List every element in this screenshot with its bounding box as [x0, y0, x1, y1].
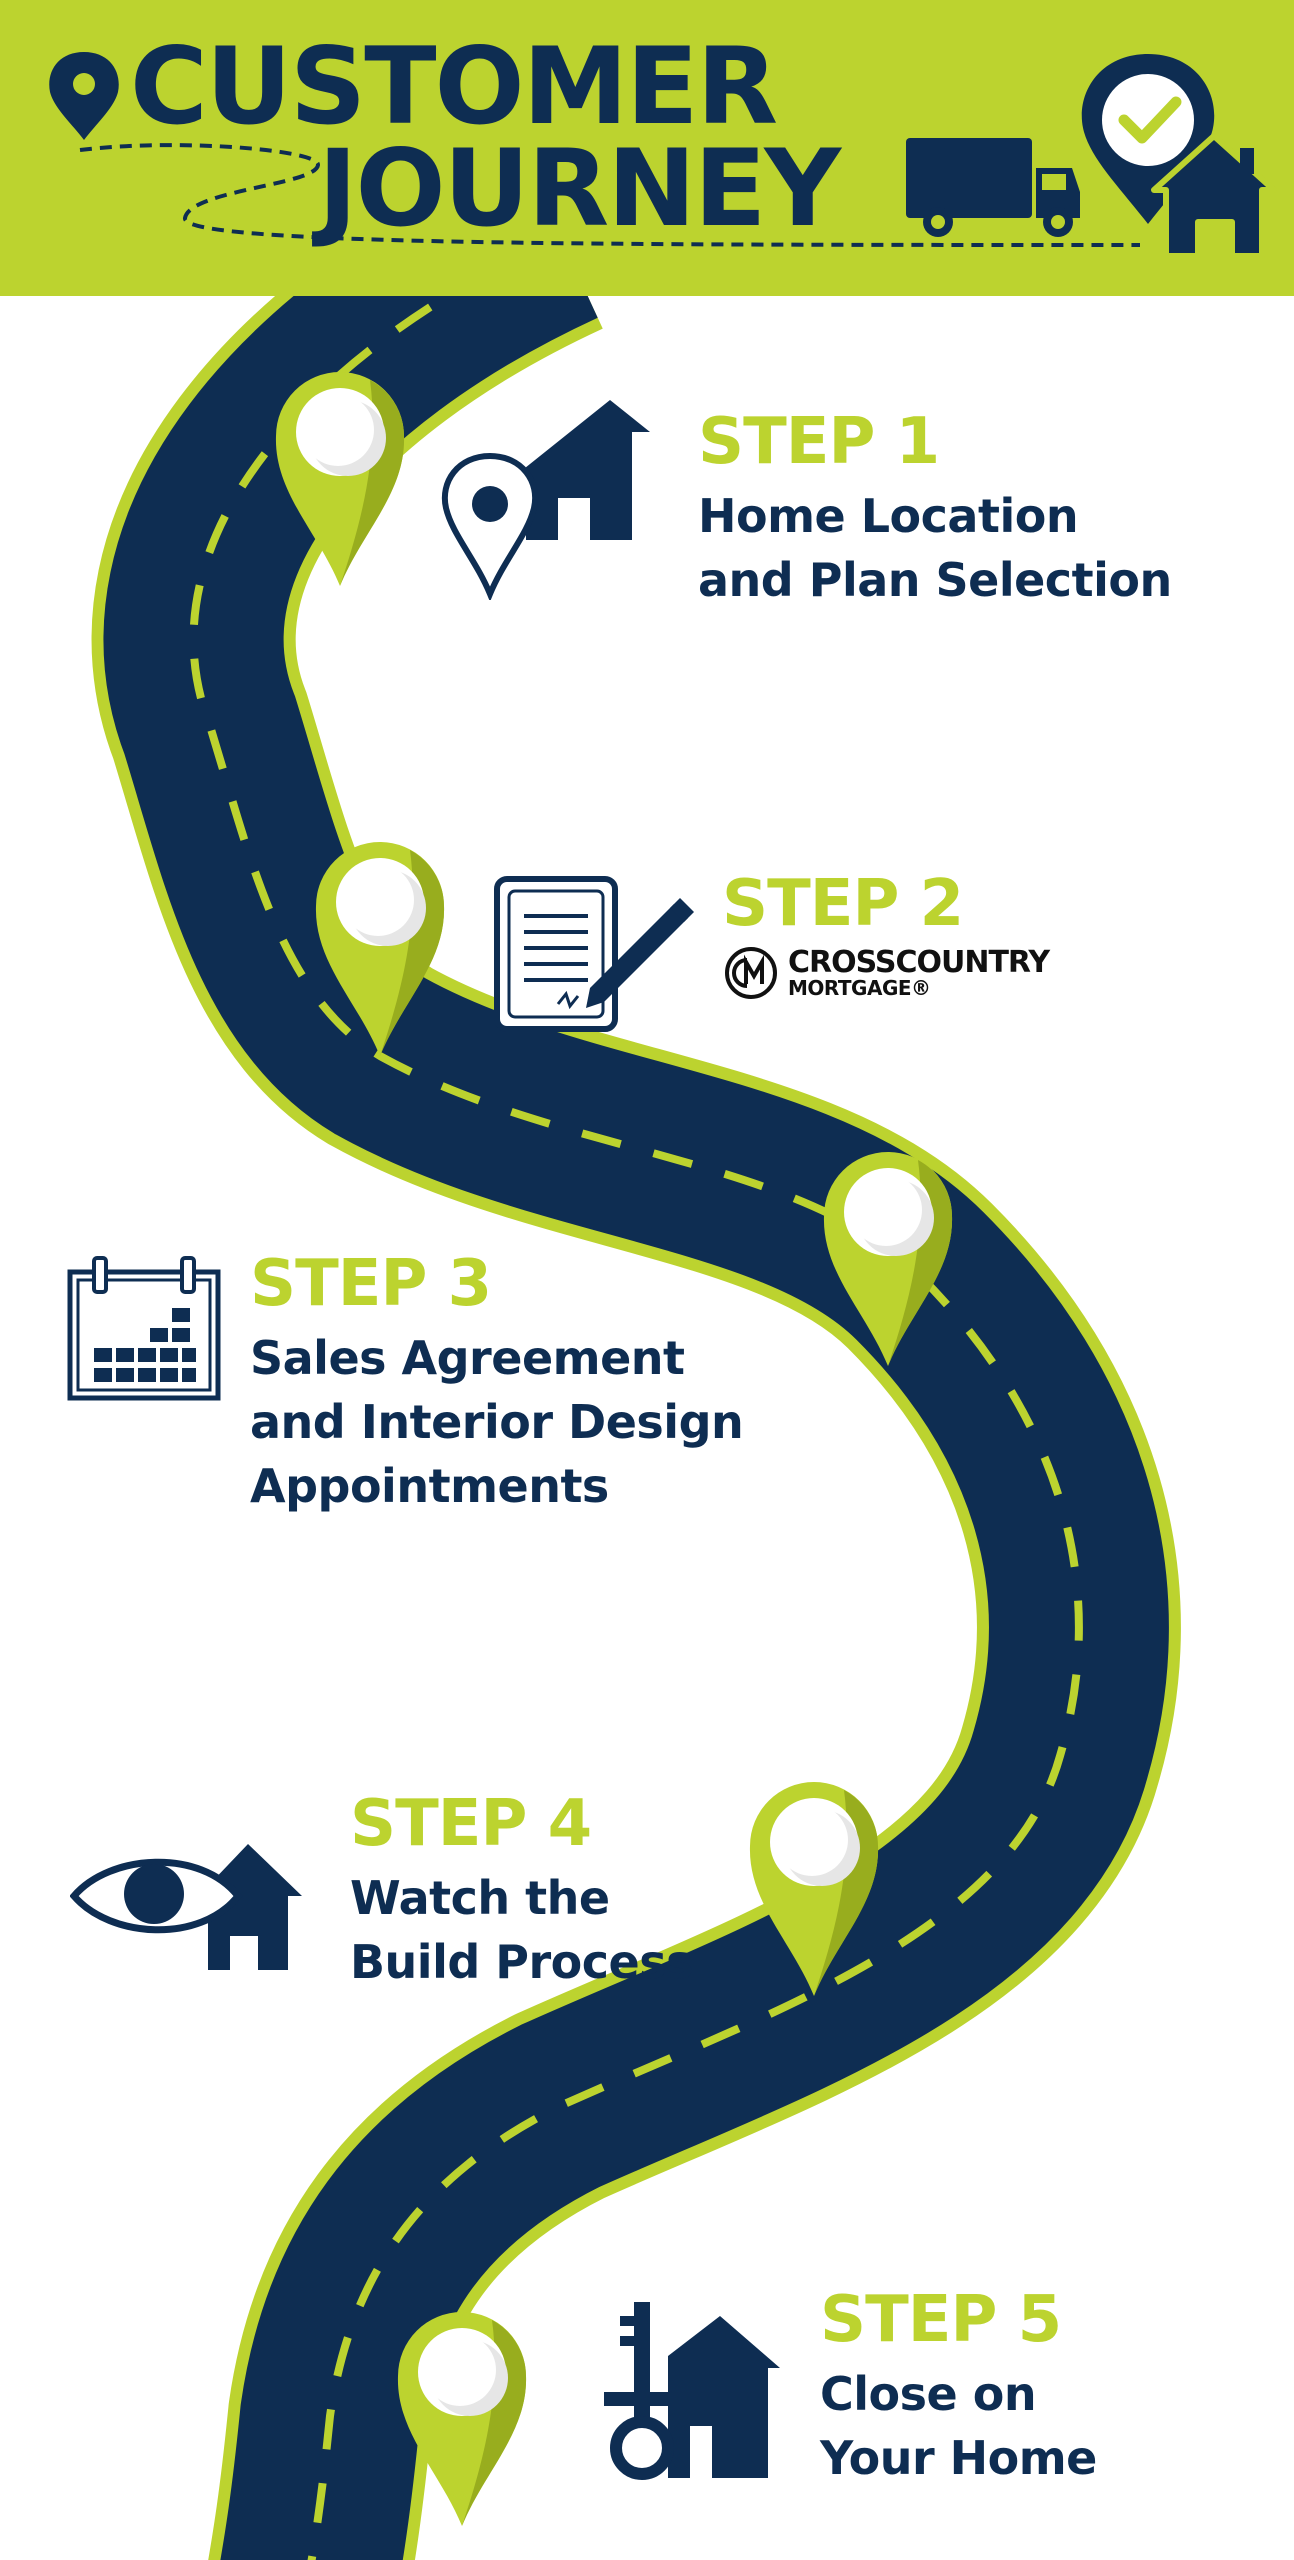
- step-4: STEP 4 Watch the Build Process: [350, 1787, 694, 1994]
- title-line-customer: CUSTOMER: [130, 25, 778, 148]
- step-2-label: STEP 2: [722, 867, 964, 941]
- dashed-route-line: [79, 143, 1141, 247]
- key-house-icon: [604, 2302, 780, 2480]
- delivery-truck-icon: [906, 138, 1080, 237]
- calendar-icon: [67, 1256, 221, 1401]
- winding-road: [91, 296, 1181, 2560]
- step-3-label: STEP 3: [250, 1247, 492, 1321]
- step-5: STEP 5 Close on Your Home: [820, 2288, 1097, 2490]
- signed-document-icon: [494, 876, 694, 1032]
- step-3-description: Sales Agreement and Interior Design Appo…: [250, 1331, 744, 1513]
- step-4-pin-marker: [749, 1782, 879, 1996]
- step-2: STEP 2: [722, 867, 964, 946]
- eye-house-icon: [70, 1844, 302, 1970]
- location-pin-icon: [49, 52, 119, 140]
- house-icon: [1151, 133, 1277, 259]
- road-center-dashes: [189, 296, 1083, 2560]
- step-3-pin-marker: [823, 1152, 953, 1366]
- step-1-pin-marker: [275, 372, 405, 586]
- home-location-pin-icon: [441, 400, 650, 600]
- step-5-pin-marker: [397, 2312, 527, 2526]
- step-4-description: Watch the Build Process: [350, 1871, 694, 1989]
- header-banner: CUSTOMER JOURNEY: [0, 0, 1294, 296]
- step-5-description: Close on Your Home: [820, 2367, 1097, 2485]
- crosscountry-mortgage-logo: CROSSCOUNTRY MORTGAGE®: [724, 945, 1050, 1000]
- step-3: STEP 3 Sales Agreement and Interior Desi…: [250, 1247, 744, 1518]
- step-5-label: STEP 5: [820, 2283, 1062, 2357]
- mortgage-brand-sub: MORTGAGE®: [788, 976, 931, 1000]
- mortgage-brand-name: CROSSCOUNTRY: [788, 945, 1050, 980]
- step-1-label: STEP 1: [698, 405, 940, 479]
- header-artwork: [49, 52, 1277, 259]
- step-1: STEP 1 Home Location and Plan Selection: [698, 410, 1172, 612]
- step-4-label: STEP 4: [350, 1787, 592, 1861]
- step-2-pin-marker: [315, 842, 445, 1056]
- crosscountry-logo-mark: [725, 947, 777, 999]
- title-line-journey: JOURNEY: [318, 127, 841, 250]
- step-1-description: Home Location and Plan Selection: [698, 489, 1172, 607]
